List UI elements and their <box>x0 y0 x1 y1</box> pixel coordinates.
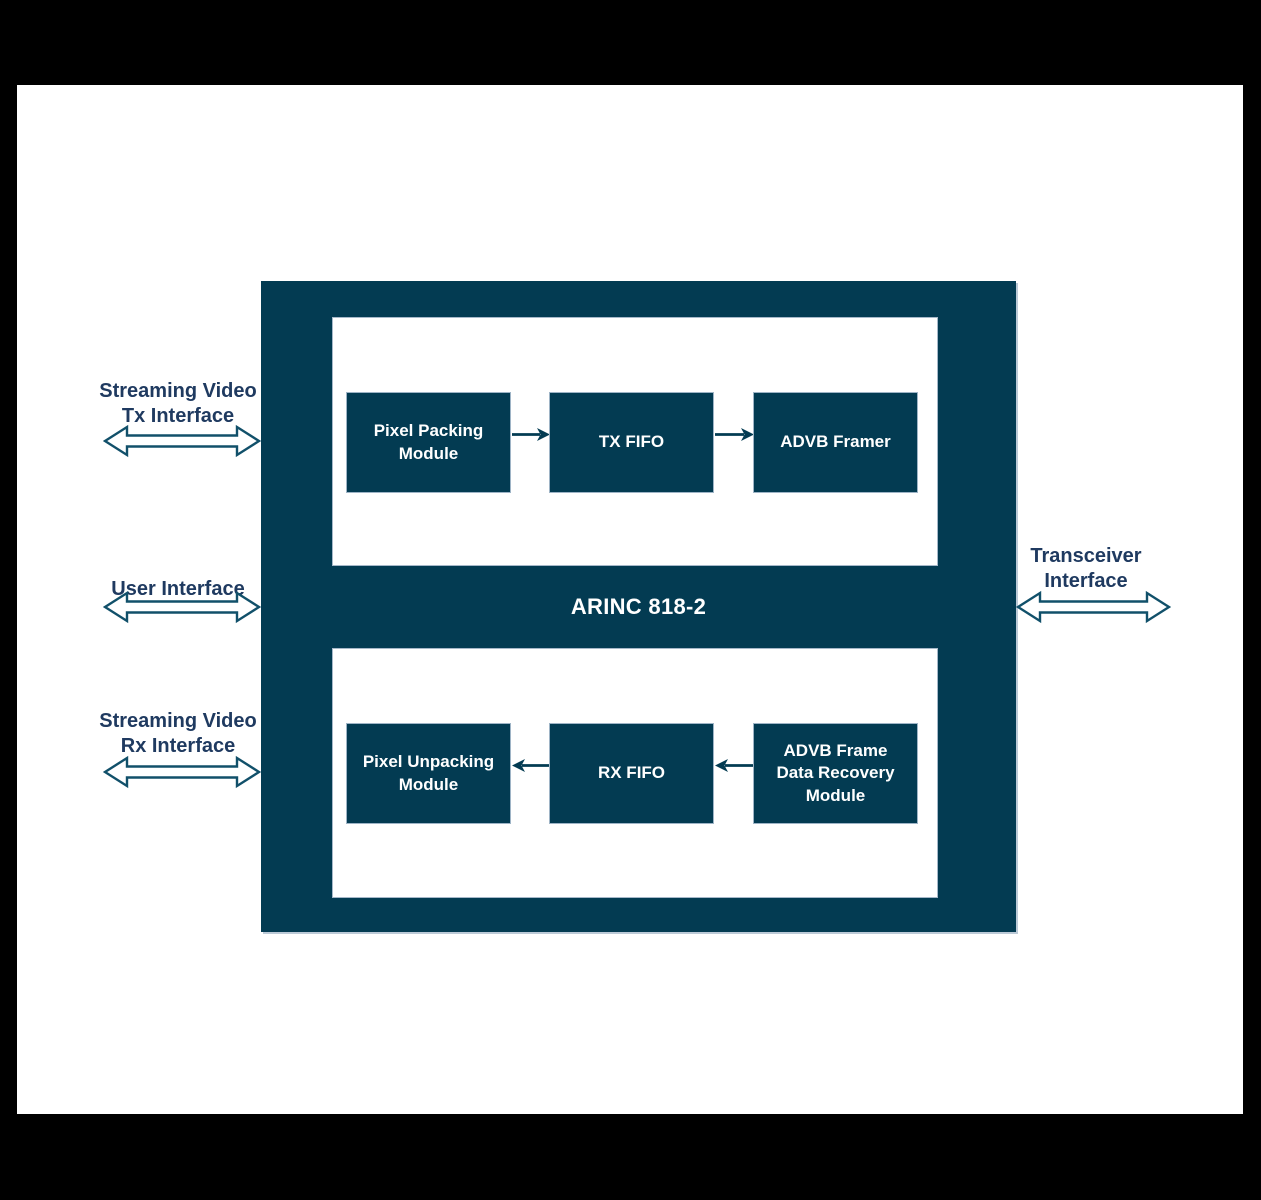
streaming-rx-bidirectional-arrow-icon <box>103 755 261 789</box>
advb-frame-data-recovery-module-box: ADVB Frame Data Recovery Module <box>753 723 918 824</box>
arinc-818-2-block: Pixel Packing Module TX FIFO ADVB Framer <box>261 281 1016 932</box>
rx-fifo-label: RX FIFO <box>597 763 666 783</box>
rx-flow-arrow-left-icon <box>512 759 550 772</box>
pixel-unpacking-module-label: Pixel Unpacking Module <box>362 752 495 794</box>
tx-fifo-box: TX FIFO <box>549 392 714 493</box>
tx-path-panel: Pixel Packing Module TX FIFO ADVB Framer <box>332 317 938 566</box>
rx-fifo-box: RX FIFO <box>549 723 714 824</box>
title-band: ARINC 818-2 <box>261 566 1016 648</box>
streaming-video-rx-interface-label: Streaming Video Rx Interface <box>99 710 257 757</box>
pixel-packing-module-label: Pixel Packing Module <box>373 421 484 463</box>
tx-fifo-label: TX FIFO <box>598 432 665 452</box>
advb-framer-label: ADVB Framer <box>780 432 891 452</box>
tx-flow-arrow-right-icon <box>512 428 550 441</box>
transceiver-bidirectional-arrow-icon <box>1016 590 1171 624</box>
diagram-canvas: Pixel Packing Module TX FIFO ADVB Framer <box>17 85 1243 1114</box>
tx-flow-arrow-right-icon <box>715 428 754 441</box>
advb-frame-data-recovery-module-label: ADVB Frame Data Recovery Module <box>776 740 895 805</box>
transceiver-interface-label: Transceiver Interface <box>1030 545 1142 592</box>
user-interface-bidirectional-arrow-icon <box>103 590 261 624</box>
streaming-tx-bidirectional-arrow-icon <box>103 424 261 458</box>
pixel-packing-module-box: Pixel Packing Module <box>346 392 511 493</box>
rx-path-panel: Pixel Unpacking Module RX FIFO ADVB Fram… <box>332 648 938 898</box>
rx-flow-arrow-left-icon <box>715 759 754 772</box>
streaming-video-tx-interface-label: Streaming Video Tx Interface <box>99 380 257 427</box>
diagram-title: ARINC 818-2 <box>570 594 707 619</box>
advb-framer-box: ADVB Framer <box>753 392 918 493</box>
pixel-unpacking-module-box: Pixel Unpacking Module <box>346 723 511 824</box>
